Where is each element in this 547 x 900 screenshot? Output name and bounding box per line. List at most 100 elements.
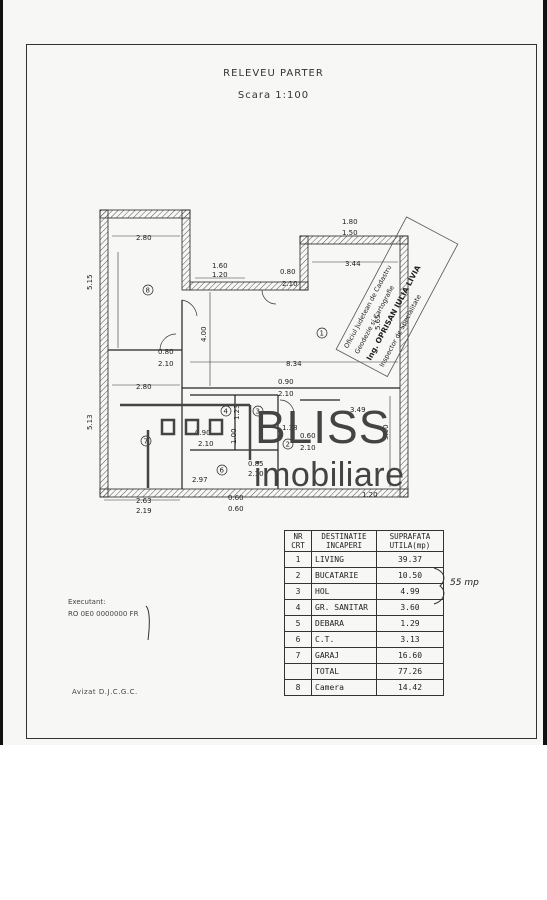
room-marker <box>316 327 328 339</box>
exterior-walls <box>99 209 409 498</box>
dim-label: 4.00 <box>200 326 208 342</box>
plan-sheet: RELEVEU PARTER Scara 1:100 <box>0 0 547 745</box>
dim-label: 1.00 <box>230 428 238 444</box>
row-destination: HOL <box>311 583 377 600</box>
row-number: 6 <box>284 631 312 648</box>
row-number <box>284 663 312 680</box>
executant-code: RO 0E0 0000000 FR <box>68 610 139 618</box>
handwritten-note: 55 mp <box>450 578 479 588</box>
row-destination: DEBARA <box>311 615 377 632</box>
dim-label: 0.60 <box>300 432 316 440</box>
row-surface: 10.50 <box>376 567 444 584</box>
row-destination: GARAJ <box>311 647 377 664</box>
dim-label: 0.80 <box>158 348 174 356</box>
dim-label: 0.90 <box>195 429 211 437</box>
room-number: 1 <box>320 330 324 338</box>
row-number: 7 <box>284 647 312 664</box>
room-number: 4 <box>224 408 229 416</box>
dim-label: 2.10 <box>300 444 316 452</box>
dim-label: 2.10 <box>198 440 214 448</box>
room-marker <box>216 464 228 476</box>
watermark-brand: BLISS <box>255 401 391 453</box>
avizat-label: Avizat D.J.C.G.C. <box>72 688 138 696</box>
row-number: 8 <box>284 679 312 696</box>
row-surface: 3.60 <box>376 599 444 616</box>
row-destination: C.T. <box>311 631 377 648</box>
floor-plan-drawing: 2.80 5.15 1.60 1.20 0.80 2.10 1.80 1.50 … <box>86 209 459 641</box>
room-number: 8 <box>146 287 150 295</box>
plan-scale: Scara 1:100 <box>237 90 310 101</box>
dim-label: 1.80 <box>342 218 358 226</box>
row-destination: Camera <box>311 679 377 696</box>
dim-label: 0.60 <box>228 494 244 502</box>
dim-label: 0.85 <box>248 460 264 468</box>
interior-walls <box>108 300 400 489</box>
dim-label: 2.80 <box>136 383 152 391</box>
plan-title: RELEVEU PARTER <box>223 68 324 79</box>
scan-edge-right <box>543 0 547 745</box>
row-number: 2 <box>284 567 312 584</box>
dim-label: 1.38 <box>282 424 298 432</box>
dim-label: 2.10 <box>278 390 294 398</box>
row-surface: 14.42 <box>376 679 444 696</box>
room-number: 2 <box>286 441 290 449</box>
room-marker <box>142 284 154 296</box>
door-swings <box>159 289 295 415</box>
row-surface: 77.26 <box>376 663 444 680</box>
dimension-lines <box>104 235 398 501</box>
row-destination: LIVING <box>311 551 377 568</box>
dim-label: 2.63 <box>136 497 152 505</box>
logo-icon <box>120 403 252 488</box>
row-number: 1 <box>284 551 312 568</box>
dim-label: 5.13 <box>86 414 94 430</box>
dim-label: 2.10 <box>158 360 174 368</box>
row-number: 5 <box>284 615 312 632</box>
room-marker <box>282 438 294 450</box>
room-number: 3 <box>256 408 260 416</box>
room-marker <box>140 435 152 447</box>
dim-label: 1.60 <box>212 262 228 270</box>
row-surface: 39.37 <box>376 551 444 568</box>
dim-label: 2.80 <box>136 234 152 242</box>
scan-edge-left <box>0 0 3 745</box>
row-number: 4 <box>284 599 312 616</box>
signature <box>145 605 150 641</box>
room-number: 7 <box>144 438 148 446</box>
dim-label: 2.19 <box>136 507 152 515</box>
dim-label: 5.15 <box>86 274 94 290</box>
dim-label: 0.90 <box>278 378 294 386</box>
dim-label: 2.10 <box>282 280 298 288</box>
room-marker <box>252 405 264 417</box>
dim-label: 0.60 <box>228 505 244 513</box>
room-number: 6 <box>220 467 225 475</box>
col-destination: DESTINATIE INCAPERI <box>311 530 377 552</box>
dim-label: 1.20 <box>362 491 378 499</box>
col-surface: SUPRAFATA UTILA(mp) <box>376 530 444 552</box>
executant-label: Executant: <box>68 598 106 606</box>
row-destination: BUCATARIE <box>311 567 377 584</box>
dim-label: 3.00 <box>382 424 390 440</box>
row-number: 3 <box>284 583 312 600</box>
row-surface: 1.29 <box>376 615 444 632</box>
row-destination: GR. SANITAR <box>311 599 377 616</box>
dim-label: 2.10 <box>248 470 264 478</box>
row-surface: 4.99 <box>376 583 444 600</box>
dim-label: 3.49 <box>350 406 366 414</box>
row-destination: TOTAL <box>311 663 377 680</box>
dim-label: 0.80 <box>280 268 296 276</box>
dim-label: 2.97 <box>192 476 208 484</box>
surface-table: NR CRT DESTINATIE INCAPERI SUPRAFATA UTI… <box>284 530 444 696</box>
watermark-sub: imobiliare <box>254 456 405 494</box>
dim-label: 1.23 <box>233 404 241 420</box>
row-surface: 3.13 <box>376 631 444 648</box>
dim-label: 3.44 <box>345 260 361 268</box>
dim-label: 8.34 <box>286 360 302 368</box>
